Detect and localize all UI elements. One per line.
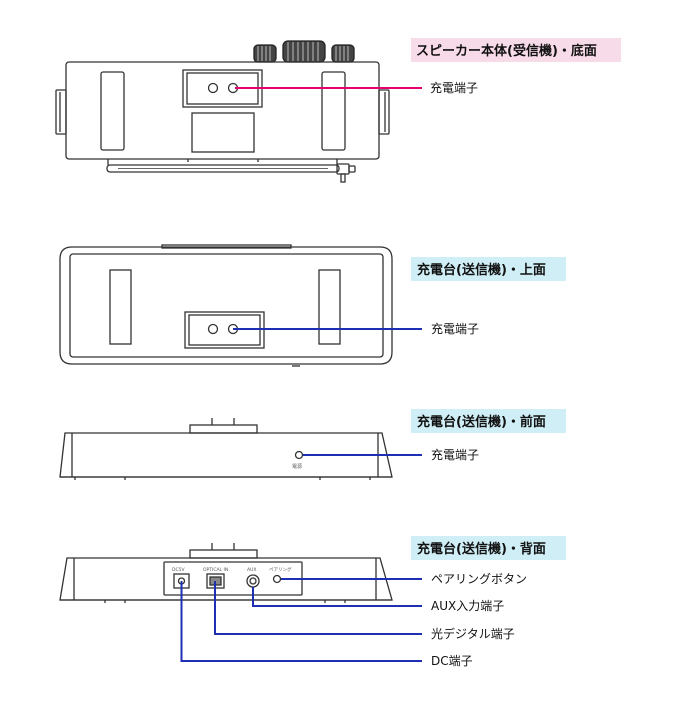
front-led-label: 電源 xyxy=(292,463,302,470)
section-title-dock-front-text: 充電台(送信機)・前面 xyxy=(417,414,546,430)
callout-pairing-button: ペアリングボタン xyxy=(431,572,527,586)
back-dc-label: DC5V xyxy=(172,567,185,573)
section-title-dock-back: 充電台(送信機)・背面 xyxy=(411,536,566,560)
back-pair-label: ペアリング xyxy=(269,566,292,573)
back-leader-lines xyxy=(180,578,422,662)
callout-dc-terminal: DC端子 xyxy=(431,654,473,668)
section-title-dock-front: 充電台(送信機)・前面 xyxy=(411,409,566,433)
speaker-knobs xyxy=(253,40,355,63)
section-title-dock-back-text: 充電台(送信機)・背面 xyxy=(417,541,546,557)
back-aux-label: AUX xyxy=(247,567,256,573)
dock-front-drawing xyxy=(59,418,393,480)
callout-dock-top-charge-terminal: 充電端子 xyxy=(431,321,479,336)
section-title-dock-top-text: 充電台(送信機)・上面 xyxy=(417,262,546,278)
back-optical-label: OPTICAL IN xyxy=(203,567,228,573)
section-title-speaker-bottom-text: スピーカー本体(受信機)・底面 xyxy=(416,43,597,59)
dock-back-drawing xyxy=(59,543,393,603)
leader-line-optical xyxy=(214,581,422,635)
leader-line-aux xyxy=(252,587,422,607)
speaker-bottom-drawing xyxy=(55,40,390,183)
callout-aux-input: AUX入力端子 xyxy=(431,599,504,613)
leader-line-dc xyxy=(180,581,422,662)
section-title-speaker-bottom: スピーカー本体(受信機)・底面 xyxy=(411,38,621,62)
section-title-dock-top: 充電台(送信機)・上面 xyxy=(411,257,566,281)
dock-top-drawing xyxy=(59,244,393,367)
callout-optical-digital: 光デジタル端子 xyxy=(431,626,515,641)
callout-speaker-charge-terminal: 充電端子 xyxy=(430,80,478,95)
callout-dock-front-charge-terminal: 充電端子 xyxy=(431,447,479,462)
